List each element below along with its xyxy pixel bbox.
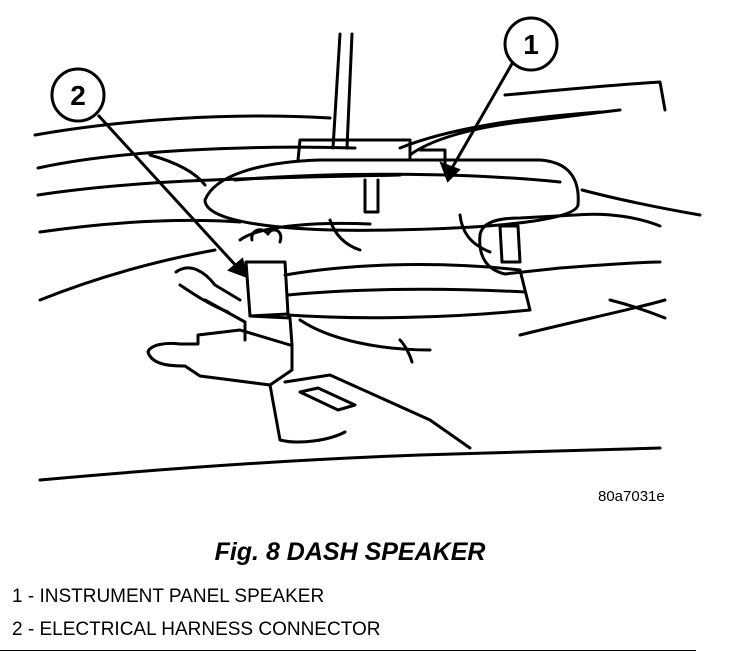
- hand: [408, 108, 667, 320]
- figure-caption: Fig. 8 DASH SPEAKER: [214, 538, 486, 566]
- speaker-body: [238, 213, 532, 364]
- screwdriver: [331, 32, 354, 150]
- harness-connector: [174, 228, 294, 347]
- divider-rule: [0, 650, 696, 651]
- callout-2-number: 2: [70, 80, 86, 111]
- legend-item: 1 - INSTRUMENT PANEL SPEAKER: [12, 586, 325, 607]
- legend-list: 1 - INSTRUMENT PANEL SPEAKER 2 - ELECTRI…: [12, 585, 380, 651]
- leader-lines: [96, 61, 515, 279]
- callout-2: 2: [50, 67, 106, 123]
- dash-speaker-illustration: 1 2: [33, 16, 702, 482]
- legend-item: 2 - ELECTRICAL HARNESS CONNECTOR: [12, 619, 381, 640]
- callout-1: 1: [503, 16, 559, 72]
- callout-1-number: 1: [523, 29, 539, 60]
- mounting-bracket: [146, 328, 472, 450]
- dashboard-outline: [33, 80, 702, 482]
- figure-id: 80a7031e: [598, 488, 665, 505]
